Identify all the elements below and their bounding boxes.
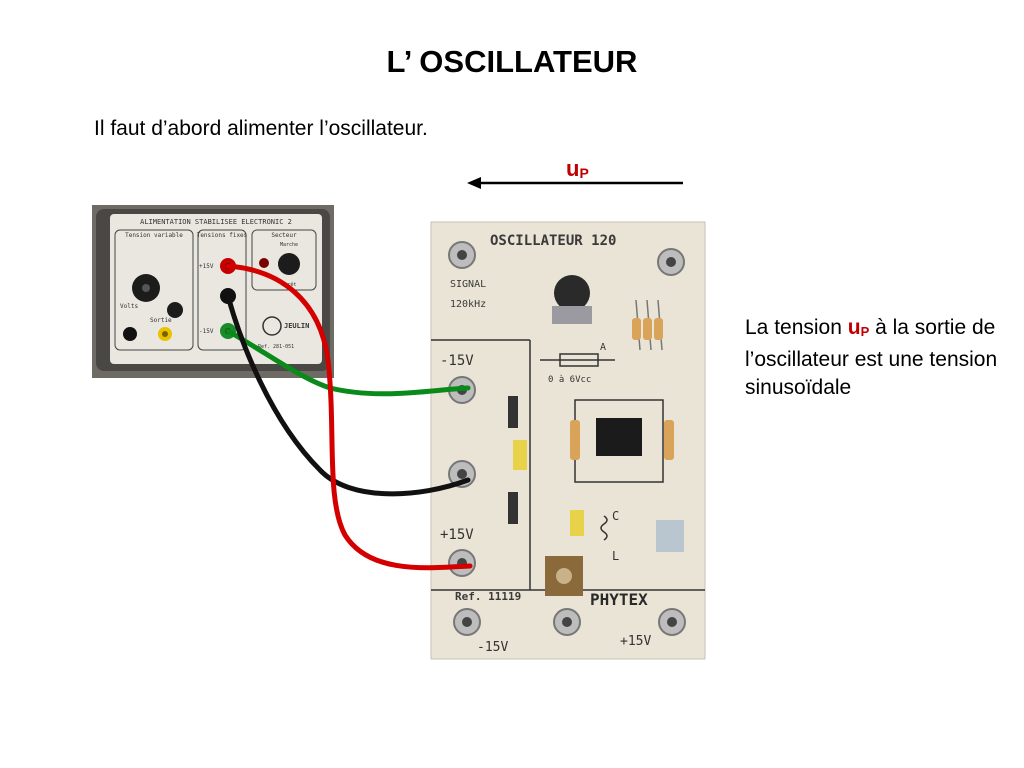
jeulin-logo-icon xyxy=(262,316,282,336)
board-freq: 120kHz xyxy=(450,299,486,310)
small-knob-icon xyxy=(167,302,183,318)
red-wire xyxy=(225,263,473,571)
board-bottom-plus15: +15V xyxy=(620,634,651,649)
output-black-terminal-icon xyxy=(123,327,137,341)
inductor-icon xyxy=(600,515,608,541)
board-pot-label: A xyxy=(600,342,606,353)
description-text: La tension uP à la sortie de l’oscillate… xyxy=(745,314,1020,402)
ps-tension-variable: Tension variable xyxy=(125,232,183,239)
desc-after: à la sortie de l’oscillateur est une ten… xyxy=(745,316,998,399)
board-range: 0 à 6Vcc xyxy=(548,375,591,385)
opamp-chip-icon xyxy=(596,418,642,456)
potentiometer-icon xyxy=(554,275,590,311)
diodes-icon xyxy=(508,396,584,536)
resistors-icon xyxy=(632,299,663,351)
variable-capacitor-icon xyxy=(656,520,684,552)
board-title: OSCILLATEUR 120 xyxy=(490,233,616,249)
ps-tensions-fixes: Tensions fixes xyxy=(197,232,248,239)
board-brand: PHYTEX xyxy=(590,590,648,609)
ps-secteur: Secteur xyxy=(271,232,297,239)
power-supply-photo: ALIMENTATION STABILISEE ELECTRONIC 2 Ten… xyxy=(92,205,334,378)
arrow-voltage-sub: P xyxy=(579,165,589,181)
black-wire xyxy=(225,293,471,497)
oscillator-board-photo: OSCILLATEUR 120 SIGNAL 120kHz A 0 à 6Vcc… xyxy=(430,221,706,660)
board-l-label: L xyxy=(612,549,619,563)
desc-before: La tension xyxy=(745,316,848,339)
board-ref: Ref. 11119 xyxy=(455,590,521,603)
intro-text: Il faut d’abord alimenter l’oscillateur. xyxy=(94,117,428,140)
board-plus15: +15V xyxy=(440,527,474,543)
arrow-voltage-main: u xyxy=(566,156,580,181)
ps-volts: Volts xyxy=(120,303,138,310)
board-signal: SIGNAL xyxy=(450,279,486,290)
voltage-arrow-icon xyxy=(467,177,683,189)
power-led-icon xyxy=(259,258,269,268)
mains-switch-icon xyxy=(278,253,300,275)
ps-header: ALIMENTATION STABILISEE ELECTRONIC 2 xyxy=(140,218,292,226)
board-minus15: -15V xyxy=(440,353,474,369)
ps-ref: Ref. 281-051 xyxy=(258,344,294,350)
ps-sortie: Sortie xyxy=(150,317,172,324)
resistor-pair-icon xyxy=(570,420,674,460)
arrow-voltage-label: uP xyxy=(566,156,589,182)
ps-plus15: +15V xyxy=(199,263,214,270)
ps-minus15: -15V xyxy=(199,328,214,335)
board-c-label: C xyxy=(612,509,619,523)
ps-marche: Marche xyxy=(280,242,298,248)
slide-title: L’ OSCILLATEUR xyxy=(386,44,638,79)
desc-voltage-symbol: uP xyxy=(848,316,870,339)
desc-voltage-sub: P xyxy=(860,324,870,339)
board-bottom-minus15: -15V xyxy=(477,640,508,655)
ps-brand: JEULIN xyxy=(284,322,309,330)
desc-voltage-main: u xyxy=(847,316,861,339)
